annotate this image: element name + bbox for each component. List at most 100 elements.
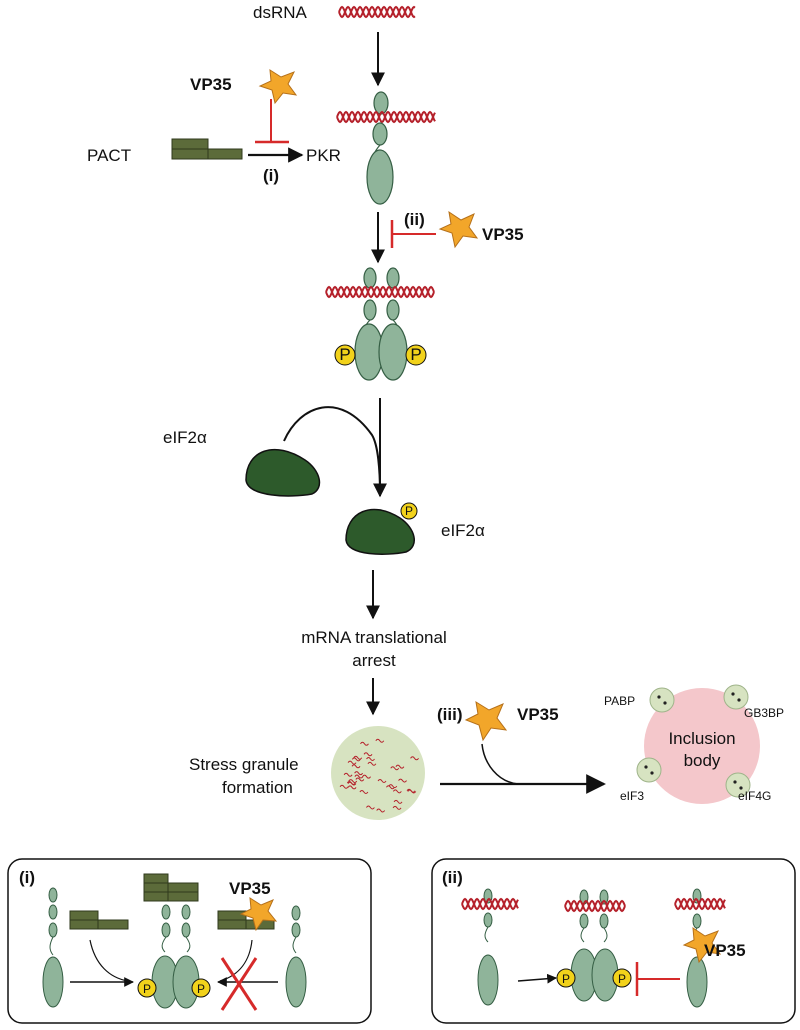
inset-i-pkr-right [285, 905, 307, 1008]
rna-strand [564, 899, 626, 913]
phospho-label: P [618, 972, 626, 986]
vp35-label-iii: VP35 [517, 705, 559, 724]
granule-mrna [359, 790, 369, 794]
vp35-label-top: VP35 [190, 75, 232, 94]
pkr-monomer [336, 91, 436, 205]
eif2a-protein [245, 449, 321, 497]
dsrna-label: dsRNA [253, 3, 308, 22]
granule-mrna [388, 784, 398, 789]
rna-strand [674, 897, 726, 911]
granule-protein-pabp [649, 687, 675, 713]
granule-mrna [354, 771, 364, 776]
x-mark [220, 957, 258, 1011]
granule-mrna [365, 805, 375, 810]
eif4g-label: eIF4G [738, 789, 771, 803]
step-iii-label: (iii) [437, 705, 463, 724]
granule-mrna [363, 752, 373, 757]
granule-mrna [392, 789, 402, 794]
inset-i-vp35-label: VP35 [229, 879, 271, 898]
granule-mrna [347, 785, 357, 790]
pkr-label: PKR [306, 146, 341, 165]
pabp-label: PABP [604, 694, 635, 708]
granule-mrna [398, 778, 407, 783]
granule-protein-eif3 [636, 757, 662, 783]
vp35-icon [682, 927, 722, 964]
inset-i-title: (i) [19, 868, 35, 887]
rna-strand [325, 285, 435, 299]
stress-granule-mrnas [339, 738, 419, 813]
inset-ii-pkr-monomer [461, 888, 519, 1006]
granule-protein-eif4g [725, 772, 751, 798]
dsrna-helix [338, 5, 416, 19]
inset-ii-pkr-dimer [556, 889, 632, 1002]
step-ii-label: (ii) [404, 210, 425, 229]
sg-line2: formation [222, 778, 293, 797]
vp35-icon [258, 69, 298, 105]
inset-i-pkr-dimer [137, 904, 211, 1009]
sg-line1: Stress granule [189, 755, 299, 774]
inset-i-pact-dimer [143, 873, 199, 902]
inset-ii-arrow [517, 973, 557, 984]
granule-mrna [366, 756, 375, 761]
granule-mrna [367, 761, 377, 766]
vp35-icon [239, 897, 278, 932]
phospho-label: P [410, 345, 421, 364]
pact-label: PACT [87, 146, 131, 165]
granule-protein-g3bp [723, 684, 749, 710]
mrna-line1: mRNA translational [301, 628, 447, 647]
granule-mrna [360, 741, 369, 746]
g3bp-label: GB3BP [744, 706, 784, 720]
granule-mrna [377, 779, 387, 783]
inset-ii-pkr-vp35 [674, 888, 726, 1008]
step-i-label: (i) [263, 166, 279, 185]
pact-protein [171, 138, 243, 160]
vp35-icon [438, 210, 479, 249]
rna-strand [461, 897, 519, 911]
arrow-vp35-join [481, 743, 519, 785]
eif2a-label: eIF2α [163, 428, 207, 447]
inclusion-line1: Inclusion [668, 729, 735, 748]
granule-mrna [347, 760, 357, 765]
phospho-label: P [339, 345, 350, 364]
granule-mrna [392, 805, 402, 810]
phospho-badge [400, 502, 418, 520]
arrow-curve-eif2a [283, 406, 381, 495]
phospho-label: P [143, 982, 151, 996]
mrna-line2: arrest [352, 651, 396, 670]
granule-mrna [393, 799, 403, 804]
granule-mrna [351, 764, 361, 769]
vp35-label-ii: VP35 [482, 225, 524, 244]
granule-mrna [354, 774, 364, 779]
granule-mrna [410, 756, 419, 761]
eif2a-phosphorylated [345, 508, 415, 555]
granule-mrna [386, 785, 395, 790]
granule-mrna [339, 784, 349, 789]
rna-strand [338, 5, 416, 19]
granule-mrna [353, 755, 363, 760]
pkr-dimer [325, 267, 435, 381]
phospho-label: P [405, 504, 413, 518]
inclusion-line2: body [684, 751, 721, 770]
granule-mrna [355, 777, 365, 782]
inset-ii-vp35-label: VP35 [704, 941, 746, 960]
inset-i-pkr-monomer [42, 887, 64, 1008]
granule-mrna [407, 789, 417, 794]
granule-mrna [351, 757, 361, 762]
stress-granule [331, 726, 425, 820]
inset-ii-title: (ii) [442, 868, 463, 887]
granule-mrna [343, 772, 353, 777]
granule-mrna [348, 779, 358, 784]
eif2a-p-label: eIF2α [441, 521, 485, 540]
phospho-label: P [197, 982, 205, 996]
rna-strand [336, 110, 436, 124]
granule-mrna [376, 808, 386, 813]
rna-strand [338, 5, 416, 19]
granule-mrna [390, 766, 400, 771]
rna-strand [461, 897, 519, 911]
granule-mrna [395, 764, 405, 769]
phospho-label: P [562, 972, 570, 986]
granule-mrna [375, 738, 385, 743]
granule-mrna [347, 781, 357, 786]
granule-mrna [362, 774, 371, 779]
vp35-icon [464, 700, 508, 742]
